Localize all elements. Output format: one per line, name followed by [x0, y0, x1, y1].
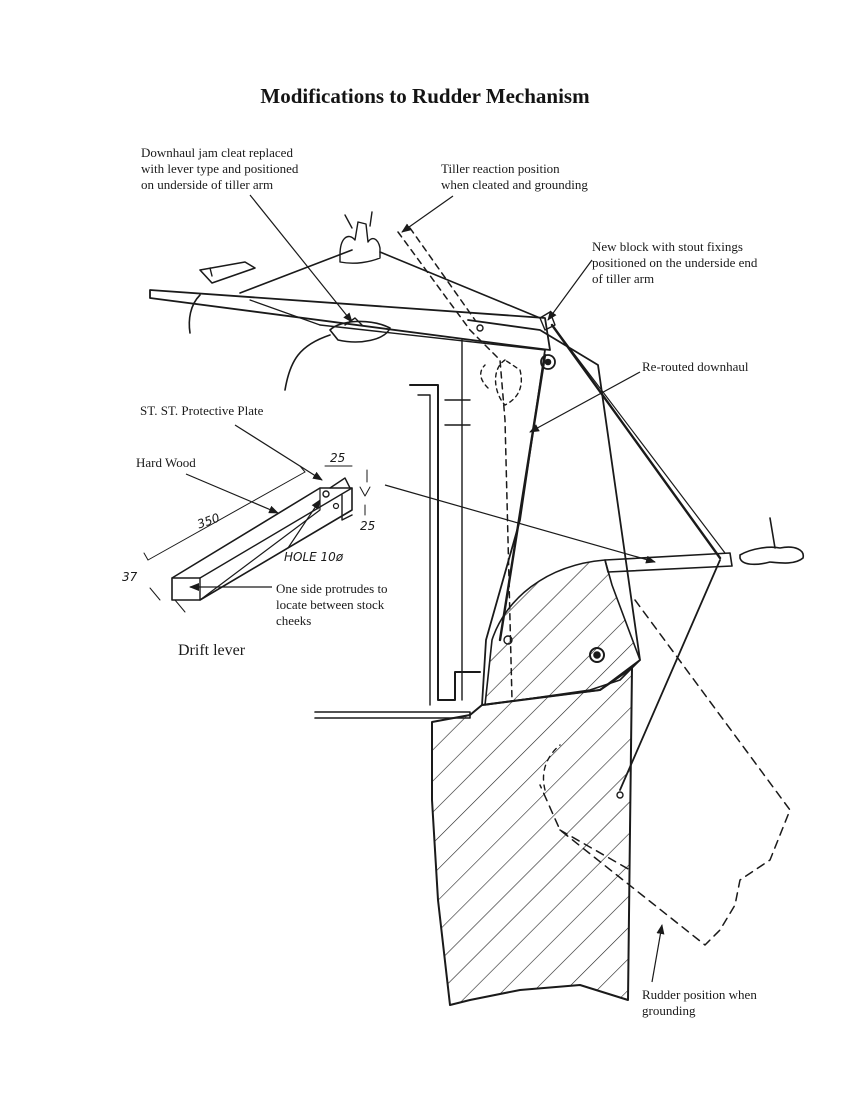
label-rudder-grounding: Rudder position when grounding: [642, 987, 757, 1018]
leader-new-block: [547, 259, 593, 321]
label-one-side: One side protrudes to locate between sto…: [276, 581, 388, 628]
label-drift-lever: Drift lever: [178, 642, 246, 659]
leader-hard-wood: [185, 473, 279, 514]
label-rerouted-downhaul: Re-routed downhaul: [642, 359, 749, 374]
rerouted-downhaul-line: [619, 559, 721, 791]
dim-height-side: 25: [360, 519, 376, 533]
transom-outline: [409, 384, 481, 701]
tiller-arm: [149, 289, 551, 351]
drift-lever-installed: [604, 552, 733, 573]
label-protective-plate: ST. ST. Protective Plate: [140, 403, 264, 418]
dim-width-top: 25: [330, 451, 346, 465]
tiller-upper-line: [239, 249, 353, 294]
diagram-title: Modifications to Rudder Mechanism: [260, 84, 590, 108]
tiller-reaction-dashed: [397, 231, 513, 701]
pivot-bolt: [589, 647, 605, 663]
jam-cleat: [329, 320, 391, 343]
leader-rerouted-downhaul: [529, 371, 641, 433]
hand-icon: [339, 221, 381, 264]
leader-tiller-reaction: [401, 195, 454, 233]
leader-drift-lever: [384, 484, 656, 564]
label-tiller-reaction: Tiller reaction position when cleated an…: [441, 161, 588, 192]
rudder-grounding-dashed: [539, 599, 791, 946]
label-new-block: New block with stout fixings positioned …: [592, 239, 758, 286]
leader-hole: [287, 499, 321, 549]
hull-bottom-line: [314, 711, 471, 719]
leader-rudder-grounding: [651, 924, 665, 983]
leader-downhaul-cleat: [249, 194, 353, 323]
t-handle-icon: [739, 517, 804, 566]
dim-depth: 37: [122, 570, 138, 584]
uphaul-line: [498, 353, 547, 642]
leader-protective-plate: [234, 424, 323, 481]
rudder-blade-lower: [431, 667, 633, 1006]
new-block: [540, 354, 556, 370]
drift-lever-detail: [171, 477, 353, 601]
label-hard-wood: Hard Wood: [136, 455, 196, 470]
downhaul-line: [550, 323, 722, 560]
dim-hole: HOLE 10ø: [284, 550, 344, 564]
label-downhaul-cleat: Downhaul jam cleat replaced with lever t…: [141, 145, 299, 192]
